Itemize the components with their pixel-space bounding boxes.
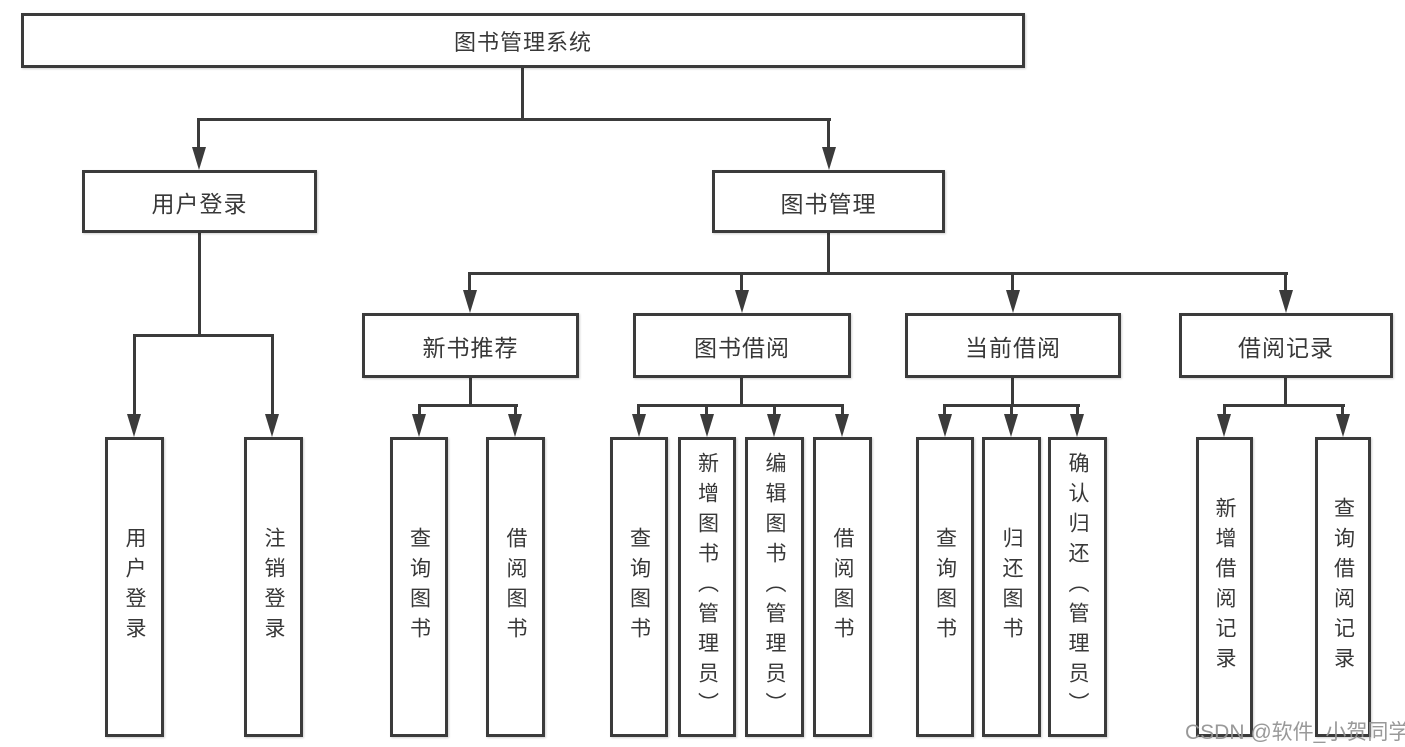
connector-line	[133, 337, 136, 415]
node-current-borrowing: 当前借阅	[905, 313, 1121, 378]
arrowhead-down-icon	[412, 414, 426, 437]
leaf-label: 新增图书（管理员）	[695, 452, 719, 722]
arrowhead-down-icon	[1336, 414, 1350, 437]
connector-line	[740, 275, 743, 291]
arrowhead-down-icon	[822, 147, 836, 170]
connector-line	[197, 118, 831, 121]
connector-line	[514, 407, 517, 415]
connector-line	[773, 407, 776, 415]
connector-line	[1341, 407, 1344, 415]
arrowhead-down-icon	[1006, 290, 1020, 313]
node-label: 借阅记录	[1238, 334, 1334, 361]
node-borrowing-records: 借阅记录	[1179, 313, 1393, 378]
leaf-label: 查询借阅记录	[1331, 497, 1355, 677]
node-label: 用户登录	[151, 190, 248, 217]
connector-line	[943, 404, 1080, 407]
leaf-return-books: 归还图书	[982, 437, 1041, 737]
connector-line	[418, 407, 421, 415]
csdn-watermark: CSDN @软件_小贺同学	[1185, 721, 1405, 744]
arrowhead-down-icon	[700, 414, 714, 437]
connector-line	[1284, 275, 1287, 291]
arrowhead-down-icon	[508, 414, 522, 437]
leaf-label: 归还图书	[1000, 527, 1023, 647]
leaf-query-books-recommend: 查询图书	[390, 437, 448, 737]
leaf-confirm-return-admin: 确认归还（管理员）	[1048, 437, 1107, 737]
leaf-label: 编辑图书（管理员）	[763, 452, 786, 722]
connector-line	[827, 233, 830, 272]
connector-line	[521, 68, 524, 121]
connector-line	[197, 121, 200, 148]
node-label: 当前借阅	[965, 334, 1061, 361]
leaf-add-books-admin: 新增图书（管理员）	[678, 437, 736, 737]
connector-line	[827, 121, 830, 148]
arrowhead-down-icon	[127, 414, 141, 437]
connector-line	[198, 233, 201, 335]
leaf-label: 新增借阅记录	[1213, 497, 1236, 677]
connector-line	[1010, 407, 1013, 415]
leaf-label: 用户登录	[123, 527, 146, 647]
arrowhead-down-icon	[632, 414, 646, 437]
leaf-label: 查询图书	[933, 527, 957, 647]
connector-line	[1076, 407, 1079, 415]
leaf-query-borrow-record: 查询借阅记录	[1315, 437, 1371, 737]
leaf-label: 确认归还（管理员）	[1066, 452, 1089, 722]
connector-line	[637, 404, 844, 407]
leaf-logout: 注销登录	[244, 437, 303, 737]
node-book-management-branch: 图书管理	[712, 170, 945, 233]
connector-line	[271, 337, 274, 415]
leaf-query-books-borrowing: 查询图书	[610, 437, 668, 737]
arrowhead-down-icon	[767, 414, 781, 437]
arrowhead-down-icon	[265, 414, 279, 437]
connector-line	[943, 407, 946, 415]
connector-line	[1284, 378, 1287, 406]
node-new-book-recommendation: 新书推荐	[362, 313, 579, 378]
connector-line	[133, 334, 274, 337]
leaf-query-books-current: 查询图书	[916, 437, 974, 737]
leaf-label: 注销登录	[262, 527, 285, 647]
arrowhead-down-icon	[1217, 414, 1231, 437]
connector-line	[469, 378, 472, 406]
leaf-edit-books-admin: 编辑图书（管理员）	[745, 437, 804, 737]
arrowhead-down-icon	[192, 147, 206, 170]
arrowhead-down-icon	[1004, 414, 1018, 437]
connector-line	[705, 407, 708, 415]
connector-line	[1223, 407, 1226, 415]
arrowhead-down-icon	[835, 414, 849, 437]
arrowhead-down-icon	[1070, 414, 1084, 437]
connector-line	[468, 272, 1288, 275]
node-user-login-branch: 用户登录	[82, 170, 317, 233]
leaf-borrow-books: 借阅图书	[813, 437, 872, 737]
leaf-user-login: 用户登录	[105, 437, 164, 737]
arrowhead-down-icon	[735, 290, 749, 313]
leaf-label: 借阅图书	[831, 527, 854, 647]
node-book-borrowing: 图书借阅	[633, 313, 851, 378]
leaf-label: 借阅图书	[504, 527, 527, 647]
node-label: 图书管理	[780, 190, 877, 217]
node-library-management-system: 图书管理系统	[21, 13, 1025, 68]
connector-line	[1011, 378, 1014, 406]
connector-line	[468, 275, 471, 291]
connector-line	[637, 407, 640, 415]
leaf-borrow-books-recommend: 借阅图书	[486, 437, 545, 737]
arrowhead-down-icon	[1279, 290, 1293, 313]
leaf-label: 查询图书	[627, 527, 651, 647]
connector-line	[418, 404, 518, 407]
arrowhead-down-icon	[938, 414, 952, 437]
node-label: 图书借阅	[694, 334, 790, 361]
leaf-label: 查询图书	[407, 527, 431, 647]
arrowhead-down-icon	[463, 290, 477, 313]
connector-line	[740, 378, 743, 406]
leaf-add-borrow-record: 新增借阅记录	[1196, 437, 1253, 737]
connector-line	[1011, 275, 1014, 291]
node-label: 图书管理系统	[453, 29, 592, 55]
connector-line	[1223, 404, 1345, 407]
connector-line	[841, 407, 844, 415]
node-label: 新书推荐	[422, 334, 519, 361]
